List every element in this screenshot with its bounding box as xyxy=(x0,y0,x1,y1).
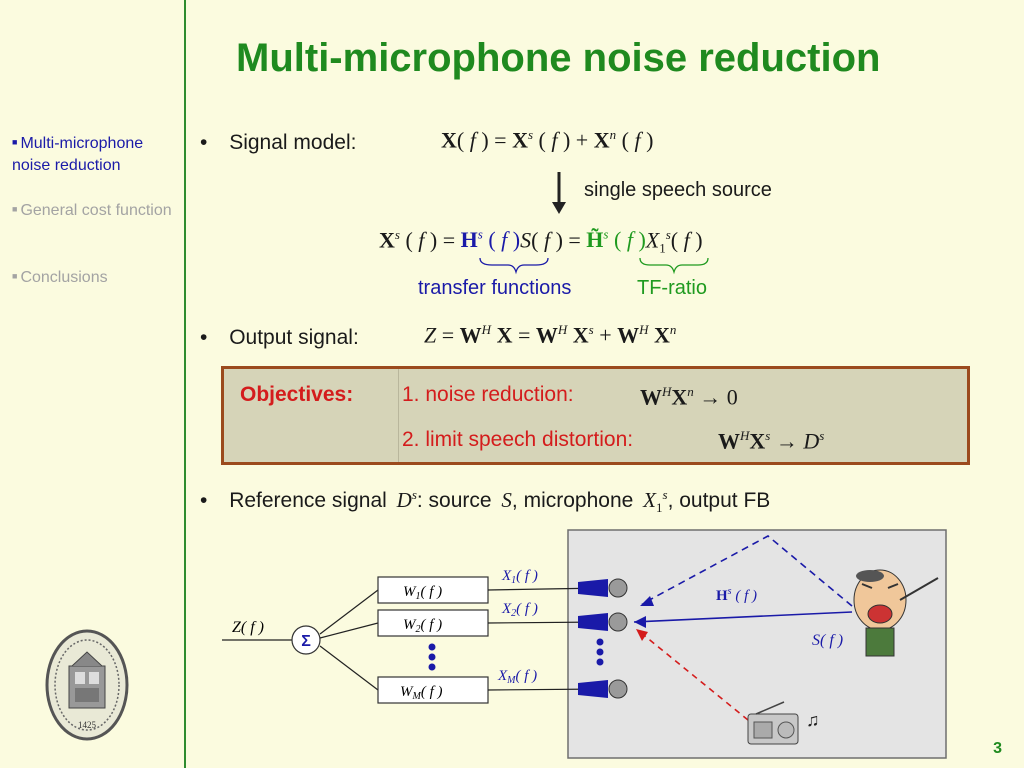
transfer-functions-label: transfer functions xyxy=(418,277,572,299)
signal-model-row: • Signal model: xyxy=(200,131,357,154)
slide-title: Multi-microphone noise reduction xyxy=(236,36,881,80)
tf-ratio-label: TF-ratio xyxy=(637,277,707,299)
university-seal-logo: 1425 xyxy=(45,629,129,741)
output-signal-equation: Z = WH X = WH Xs + WH Xn xyxy=(424,322,677,348)
z-label: Z( f ) xyxy=(232,619,264,636)
nav-item-label: Multi-microphone noise reduction xyxy=(12,135,144,174)
sidebar-divider xyxy=(184,0,186,768)
equation-braces xyxy=(479,257,709,275)
objective-1-label: 1. noise reduction: xyxy=(402,383,574,406)
reference-signal-row: • Reference signal Ds: source S, microph… xyxy=(200,487,771,516)
output-signal-label: Output signal: xyxy=(229,326,359,349)
radio-icon xyxy=(747,701,799,745)
svg-text:Hs ( f ): Hs ( f ) xyxy=(716,586,757,604)
single-speech-source-note: single speech source xyxy=(584,179,772,201)
nav-item-label: Conclusions xyxy=(20,269,108,286)
page-number: 3 xyxy=(993,740,1002,757)
microphone-m-icon xyxy=(578,679,628,699)
objective-2-label: 2. limit speech distortion: xyxy=(402,428,634,451)
signal-model-equation: X( f ) = Xs ( f ) + Xn ( f ) xyxy=(441,127,654,153)
sum-symbol: Σ xyxy=(301,633,311,650)
filter-w1-box xyxy=(377,576,489,604)
nav-item-conclusions[interactable]: ■Conclusions xyxy=(12,269,108,286)
objectives-header: Objectives: xyxy=(240,383,354,406)
reference-signal-label: Reference signal xyxy=(229,489,387,512)
speaker-cartoon-icon xyxy=(853,569,939,657)
objectives-box xyxy=(221,366,970,465)
filter-wm-box xyxy=(377,676,489,704)
svg-text:X1( f ): X1( f ) xyxy=(501,568,538,586)
microphone-2-icon xyxy=(578,612,628,632)
svg-text:WM( f ): WM( f ) xyxy=(400,684,443,702)
nav-item-general-cost[interactable]: ■General cost function xyxy=(12,202,172,219)
microphone-1-icon xyxy=(578,578,628,598)
signal-model-label: Signal model: xyxy=(229,131,357,154)
nav-item-multi-microphone[interactable]: ■Multi-microphone noise reduction xyxy=(12,135,144,174)
nav-item-label: General cost function xyxy=(20,202,172,219)
down-arrow-icon xyxy=(552,172,566,214)
svg-text:XM( f ): XM( f ) xyxy=(497,668,537,686)
music-note-icon: ♫ xyxy=(806,710,820,730)
speech-component-equation: Xs ( f ) = Hs ( f )S( f ) = H̃s ( f )X1s… xyxy=(379,227,703,256)
svg-text:1425: 1425 xyxy=(78,720,97,730)
objective-1-equation: WHXn → 0 xyxy=(640,384,738,410)
svg-text:S( f ): S( f ) xyxy=(812,632,843,649)
output-signal-row: • Output signal: xyxy=(200,326,359,349)
svg-text:W1( f ): W1( f ) xyxy=(403,584,442,602)
sum-node xyxy=(291,625,321,655)
objective-2-equation: WHXs → Ds xyxy=(718,428,825,454)
svg-text:X2( f ): X2( f ) xyxy=(501,601,538,619)
svg-text:W2( f ): W2( f ) xyxy=(403,617,442,635)
